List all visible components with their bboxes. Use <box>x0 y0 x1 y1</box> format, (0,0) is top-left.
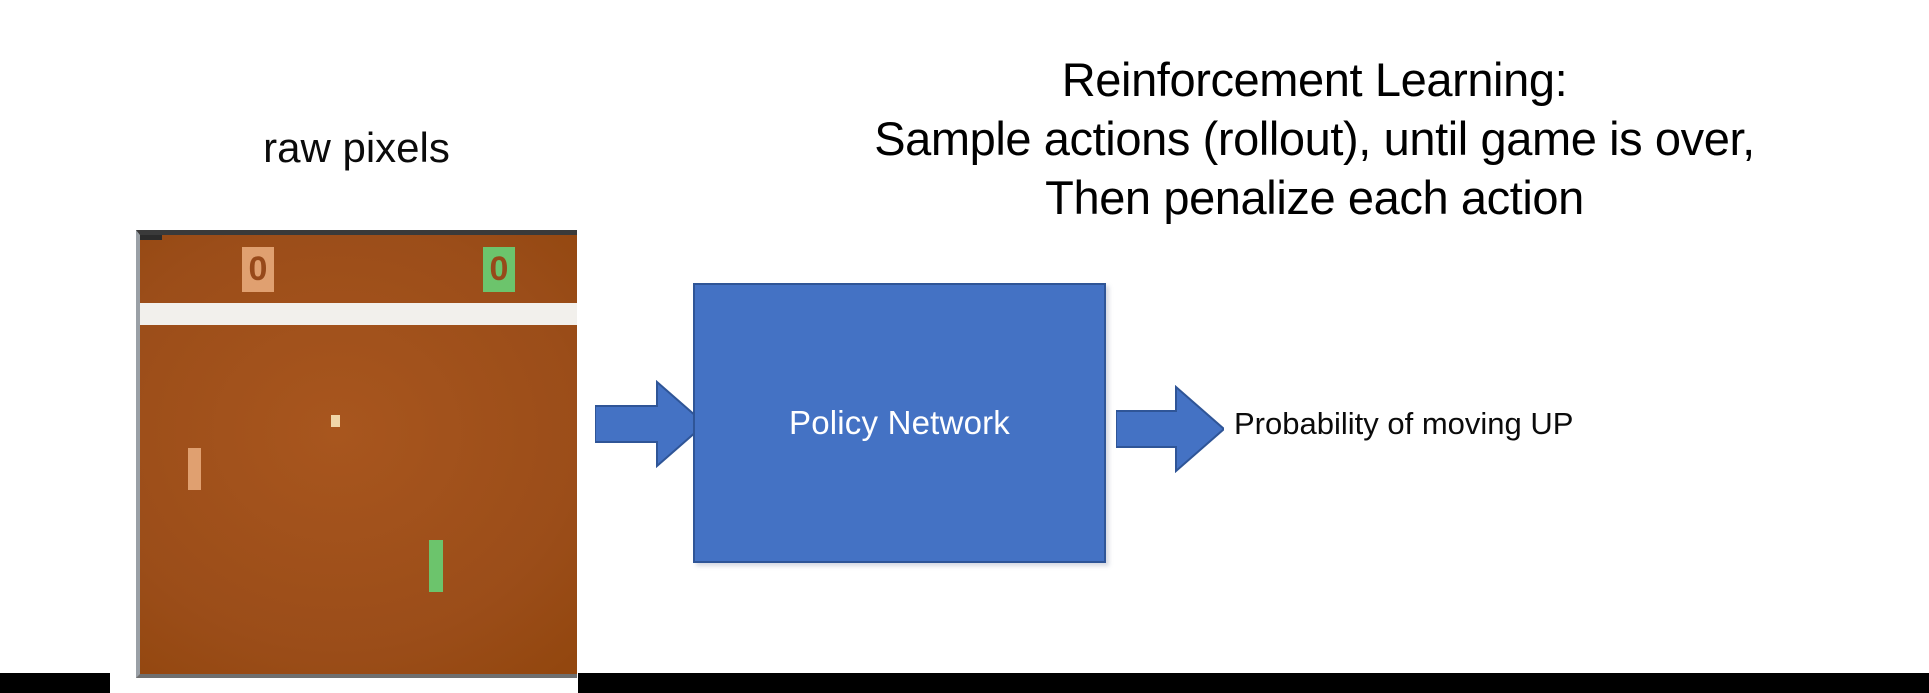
letterbox-bar-left <box>0 673 110 693</box>
headline-line-3: Then penalize each action <box>1045 171 1584 224</box>
output-arrow-icon <box>1116 385 1224 473</box>
paddle-left-orange <box>188 448 201 490</box>
pong-game-screenshot: 0 0 <box>136 230 577 678</box>
headline-line-2: Sample actions (rollout), until game is … <box>874 112 1755 165</box>
scoreboard-divider-line <box>140 303 577 325</box>
paddle-right-green <box>429 540 443 592</box>
pong-playfield <box>140 235 577 674</box>
headline-line-1: Reinforcement Learning: <box>1061 53 1568 106</box>
score-left-player: 0 <box>242 247 274 292</box>
screen-corner-marker <box>140 235 162 240</box>
pong-ball <box>331 415 340 427</box>
score-right-player: 0 <box>483 247 515 292</box>
policy-network-label: Policy Network <box>788 404 1011 441</box>
output-probability-label: Probability of moving UP <box>1234 406 1574 441</box>
headline-text-block: Reinforcement Learning: Sample actions (… <box>700 50 1929 227</box>
raw-pixels-caption: raw pixels <box>263 124 450 171</box>
input-arrow-icon <box>595 380 705 468</box>
letterbox-bar-right <box>578 673 1929 693</box>
policy-network-box: Policy Network <box>693 283 1106 563</box>
